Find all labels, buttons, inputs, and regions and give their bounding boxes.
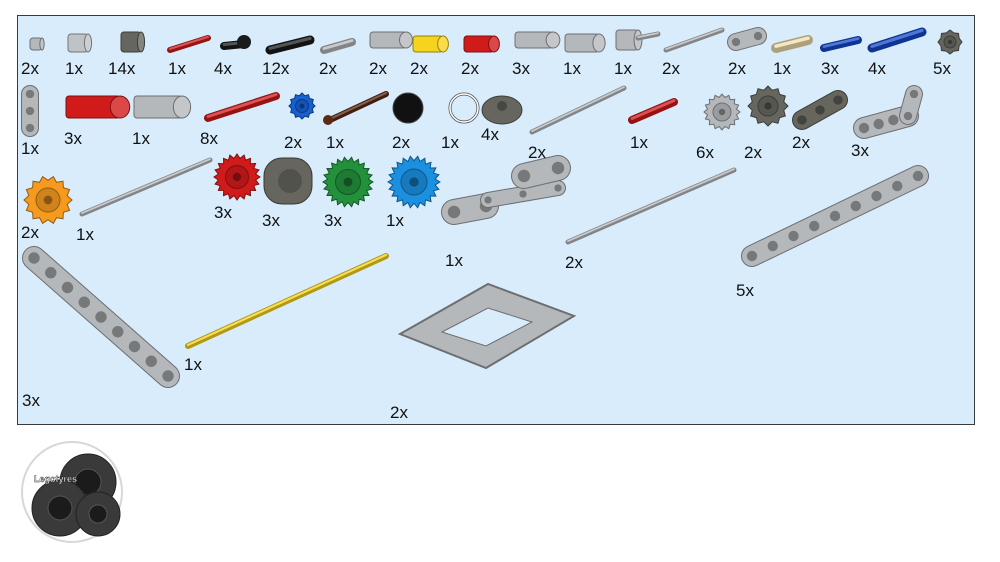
parts-illustrations [21,27,963,388]
part-quantity-pin-friction: 12x [262,59,290,78]
part-quantity-connector-perp: 2x [369,59,387,78]
part-pin-blue-icon [820,36,862,52]
part-quantity-liftarm-11: 3x [22,391,40,410]
part-quantity-connector-red-3: 3x [64,129,82,148]
logo-image: Legotyres [21,441,123,543]
part-connector-grey-3-icon [133,95,192,119]
part-axle-8-icon [79,157,213,217]
hub-left-icon [47,495,73,521]
part-quantity-connector-red: 2x [461,59,479,78]
part-tile-round-icon [392,92,424,124]
hub-right-icon [88,504,108,524]
part-quantity-frame-5x7: 2x [390,403,408,422]
parts-inventory-panel: 2x 1x 14x 1x 4x 12x 2x 2x 2x 2x 3x 1x 1x 2x 2x 1x 3x 4x 5x… [17,15,975,425]
part-liftarm-h-icon [441,155,571,225]
part-axle-stop-icon [615,29,661,51]
part-quantity-bush-small: 2x [21,59,39,78]
part-axle-7-icon [529,85,627,135]
part-quantity-gear-24-blue: 1x [386,211,404,230]
part-liftarm-2-icon [727,27,767,51]
part-gear-12-blue-icon [288,92,316,120]
part-quantity-axle-4: 2x [662,59,680,78]
part-rubber-band-icon [448,92,480,124]
part-plate-round-icon [481,95,523,125]
logo-text: Legotyres [34,474,77,484]
part-quantity-liftarm-9: 5x [736,281,754,300]
part-quantity-rubber-band: 1x [441,133,459,152]
part-connector-red-3-icon [65,95,131,119]
part-bush-dark-icon [120,31,146,53]
part-liftarm-3-dark-icon [792,90,848,130]
part-quantity-bush-large: 1x [65,59,83,78]
part-liftarm-9-icon [741,165,929,267]
part-frame-5x7-icon [397,282,577,370]
part-gear-24-blue-icon [387,155,441,209]
part-liftarm-11-icon [22,246,180,388]
part-pin-blue-long-icon [867,27,927,53]
part-gear-24-green-icon [322,156,374,208]
part-quantity-bush-dark: 14x [108,59,136,78]
part-liftarm-l-icon [853,85,923,139]
part-quantity-pin-ball: 4x [214,59,232,78]
part-quantity-liftarm-l: 3x [851,141,869,160]
part-pin-friction-icon [265,35,315,55]
part-quantity-axle-brown: 1x [326,133,344,152]
part-quantity-axle-yellow: 1x [184,355,202,374]
part-quantity-connector-round: 1x [563,59,581,78]
part-quantity-gear-20-red: 3x [214,203,232,222]
part-quantity-axle-7: 2x [528,143,546,162]
part-quantity-gear-12-blue: 2x [284,133,302,152]
part-quantity-connector-grey-3: 1x [132,129,150,148]
part-quantity-connector-block: 1x [21,139,39,158]
part-gear-16-icon [703,93,741,131]
part-quantity-axle-stop: 1x [614,59,632,78]
part-axle-4-icon [663,27,725,53]
part-quantity-gear-24-green: 3x [324,211,342,230]
part-connector-yellow-icon [412,35,449,53]
part-quantity-tile-round: 2x [392,133,410,152]
part-quantity-pin-tan: 1x [773,59,791,78]
part-quantity-turntable-orange: 2x [21,223,39,242]
part-pin-ball-icon [220,35,251,50]
part-connector-3l-icon [514,31,561,49]
part-pin-axle-icon [320,38,356,54]
part-quantity-connector-3l: 3x [512,59,530,78]
part-quantity-axle-2: 1x [168,59,186,78]
part-quantity-axle-red-3: 1x [630,133,648,152]
part-quantity-liftarm-3-dark: 2x [792,133,810,152]
part-axle-yellow-icon [185,253,389,349]
part-axle-2-icon [167,35,211,53]
part-quantity-axle-red-5: 8x [200,129,218,148]
legotyres-logo: Legotyres [20,440,124,544]
part-axle-12-icon [565,167,737,245]
part-pin-tan-icon [771,35,813,53]
part-connector-red-icon [463,35,500,53]
part-axle-red-5-icon [204,92,280,122]
part-axle-brown-icon [323,91,389,125]
part-connector-block-icon [21,85,39,137]
part-quantity-connector-yellow: 2x [410,59,428,78]
part-quantity-pin-blue-long: 4x [868,59,886,78]
part-quantity-gear-16: 6x [696,143,714,162]
part-quantity-liftarm-h: 1x [445,251,463,270]
part-quantity-gear-dark: 2x [744,143,762,162]
part-gear-8-icon [937,29,963,55]
part-quantity-pin-axle: 2x [319,59,337,78]
part-quantity-gear-8: 5x [933,59,951,78]
part-bush-large-icon [67,33,93,53]
part-turntable-orange-icon [23,175,73,225]
part-quantity-axle-8: 1x [76,225,94,244]
part-quantity-plate-round: 4x [481,125,499,144]
part-clutch-gear-icon [263,157,313,205]
part-quantity-pin-blue: 3x [821,59,839,78]
part-bush-small-icon [29,37,45,51]
part-quantity-clutch-gear: 3x [262,211,280,230]
part-quantity-liftarm-2: 2x [728,59,746,78]
part-gear-dark-icon [747,85,789,127]
part-gear-20-red-icon [213,153,261,201]
part-connector-round-icon [564,33,606,53]
part-quantity-axle-12: 2x [565,253,583,272]
part-axle-red-3-icon [628,98,678,124]
part-connector-perp-icon [369,31,413,49]
